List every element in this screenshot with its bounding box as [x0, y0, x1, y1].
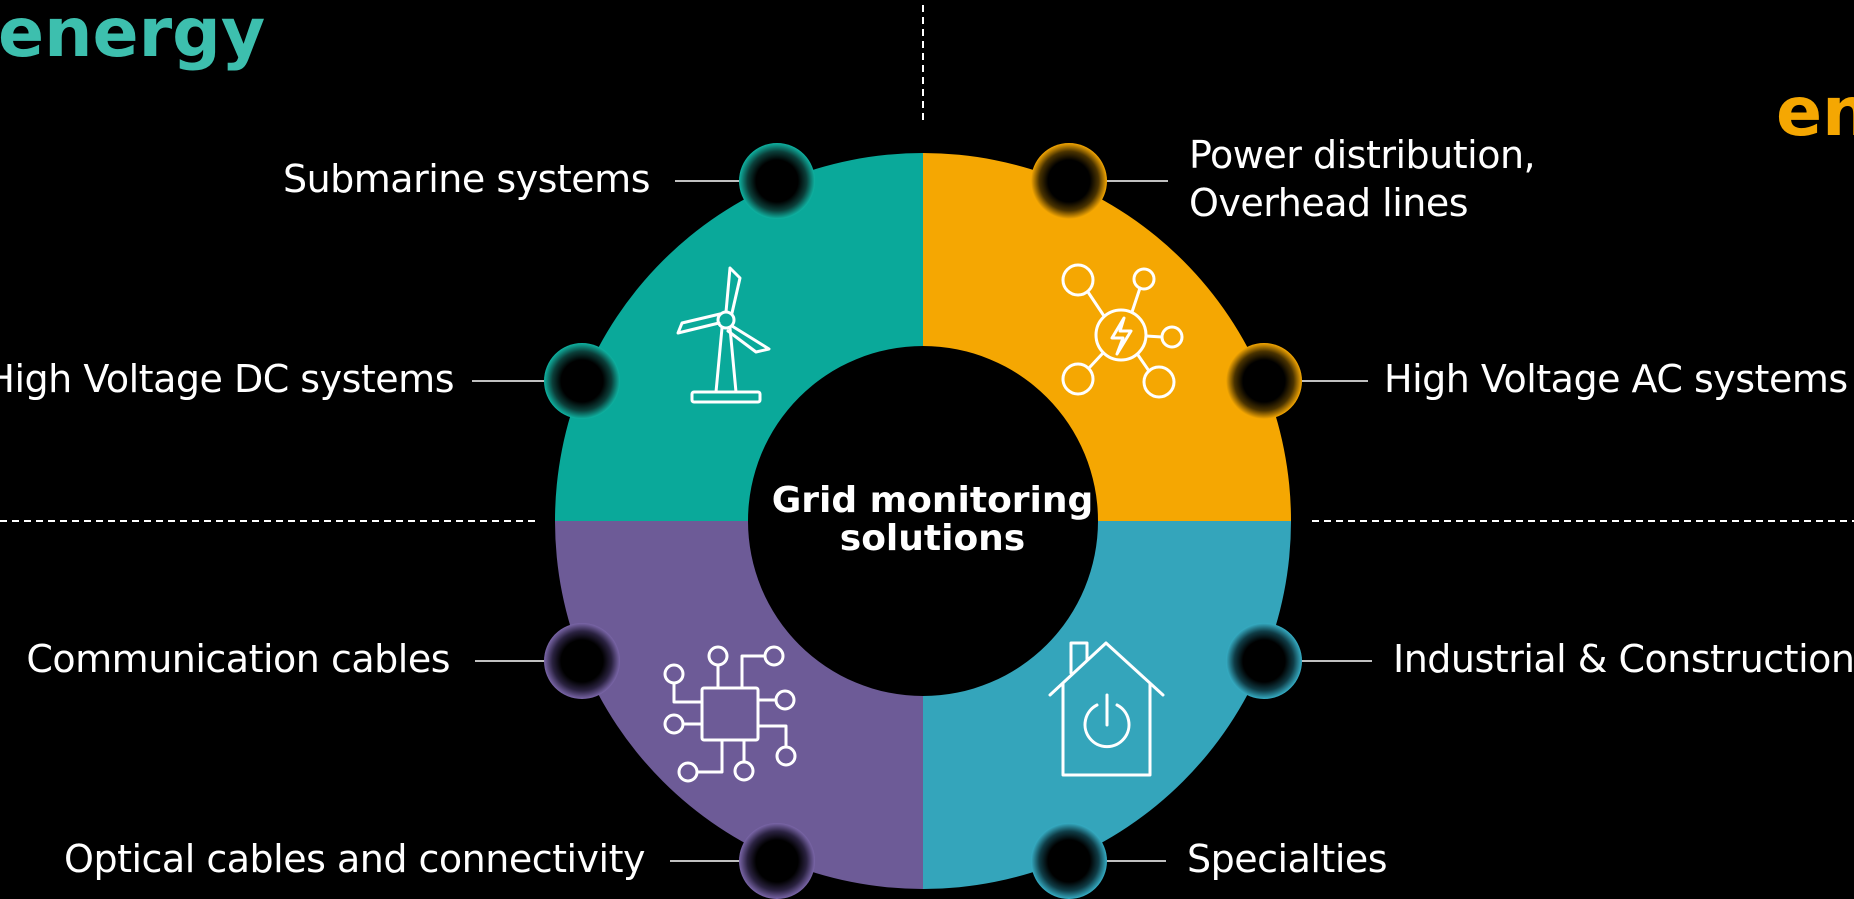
node-dot-hvac — [1226, 343, 1302, 419]
node-dot-optical — [739, 823, 815, 899]
label-specialties: Specialties — [1187, 837, 1388, 881]
heading-energy-left: energy — [0, 0, 266, 73]
label-hvac-systems: High Voltage AC systems — [1384, 357, 1848, 401]
label-optical-cables: Optical cables and connectivity — [64, 837, 645, 881]
label-communication-cables: Communication cables — [26, 637, 450, 681]
heading-energy-right: en — [1776, 73, 1854, 152]
wind-turbine-icon — [676, 266, 771, 404]
center-title-line2: solutions — [839, 518, 1026, 559]
node-dot-hvdc — [544, 343, 620, 419]
center-title: Grid monitoring solutions — [760, 482, 1105, 558]
quadrant-orange — [923, 153, 1291, 521]
connector-lines — [472, 180, 1372, 862]
quadrant-teal — [555, 153, 923, 521]
node-dot-specialties — [1031, 823, 1107, 899]
label-industrial-construction: Industrial & Construction — [1393, 637, 1854, 681]
label-submarine-systems: Submarine systems — [282, 157, 651, 201]
quadrant-purple — [555, 521, 923, 889]
center-title-line1: Grid monitoring — [771, 480, 1094, 521]
label-power-distribution-line1: Power distribution, — [1189, 133, 1536, 177]
label-power-distribution-line2: Overhead lines — [1189, 181, 1469, 225]
node-dot-communication — [544, 623, 620, 699]
node-dot-power — [1031, 143, 1107, 219]
smart-home-power-icon — [1048, 641, 1165, 777]
label-power-distribution: Power distribution, Overhead lines — [1189, 131, 1536, 227]
node-dot-submarine — [739, 143, 815, 219]
label-hvdc-systems: High Voltage DC systems — [0, 357, 454, 401]
power-network-icon — [1061, 263, 1184, 399]
circuit-chip-icon — [663, 645, 797, 783]
node-dot-industrial — [1226, 623, 1302, 699]
